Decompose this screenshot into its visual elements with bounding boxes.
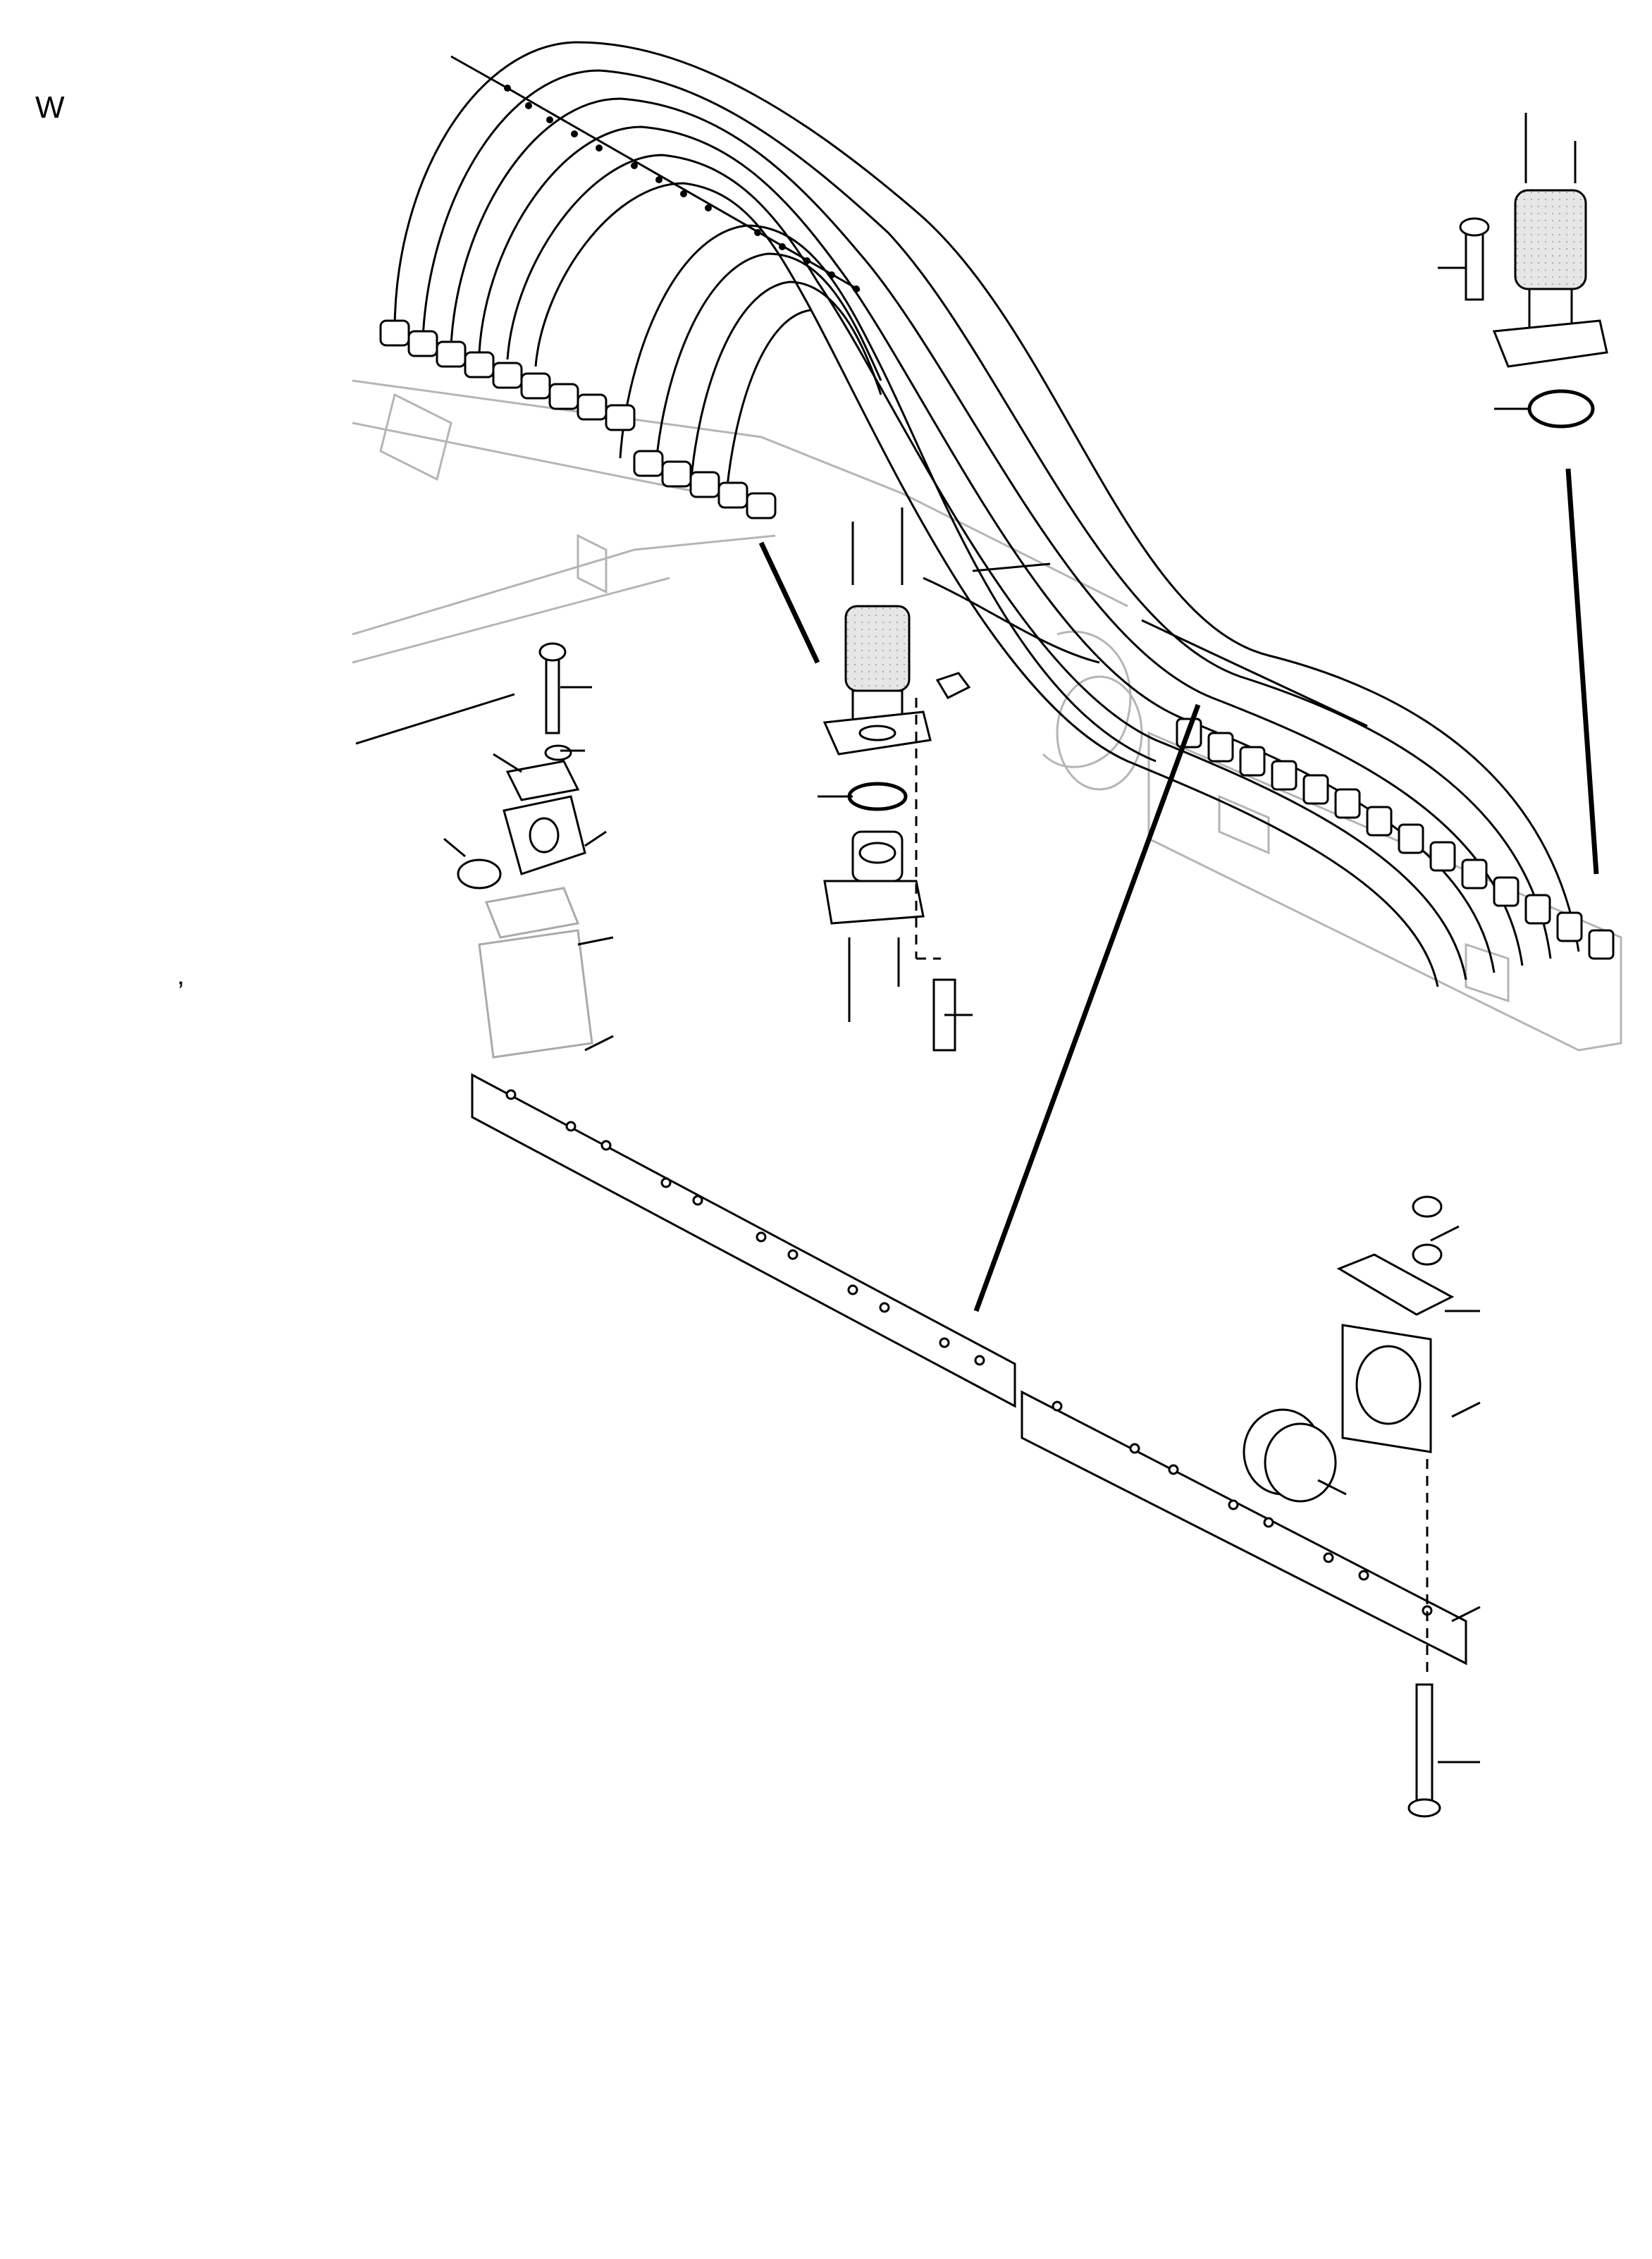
hose-bundle xyxy=(393,41,1580,987)
page-corner-label: W xyxy=(35,90,65,125)
left-clamp-detail xyxy=(457,642,593,1059)
detail-arrows xyxy=(758,468,1599,1312)
top-right-fitting-detail xyxy=(1459,113,1608,429)
bracket-rail xyxy=(471,1073,1467,1666)
leader-top-left xyxy=(450,55,861,292)
background-frame xyxy=(352,379,1622,1052)
center-hose-fitting-detail xyxy=(822,507,971,1052)
hose-end-fittings-row xyxy=(379,319,777,519)
right-clamp-detail xyxy=(1243,1195,1455,1818)
manifold-hose-ends xyxy=(1176,718,1615,960)
leader-lines xyxy=(355,266,1529,1764)
stray-mark: ’ xyxy=(178,976,184,1007)
